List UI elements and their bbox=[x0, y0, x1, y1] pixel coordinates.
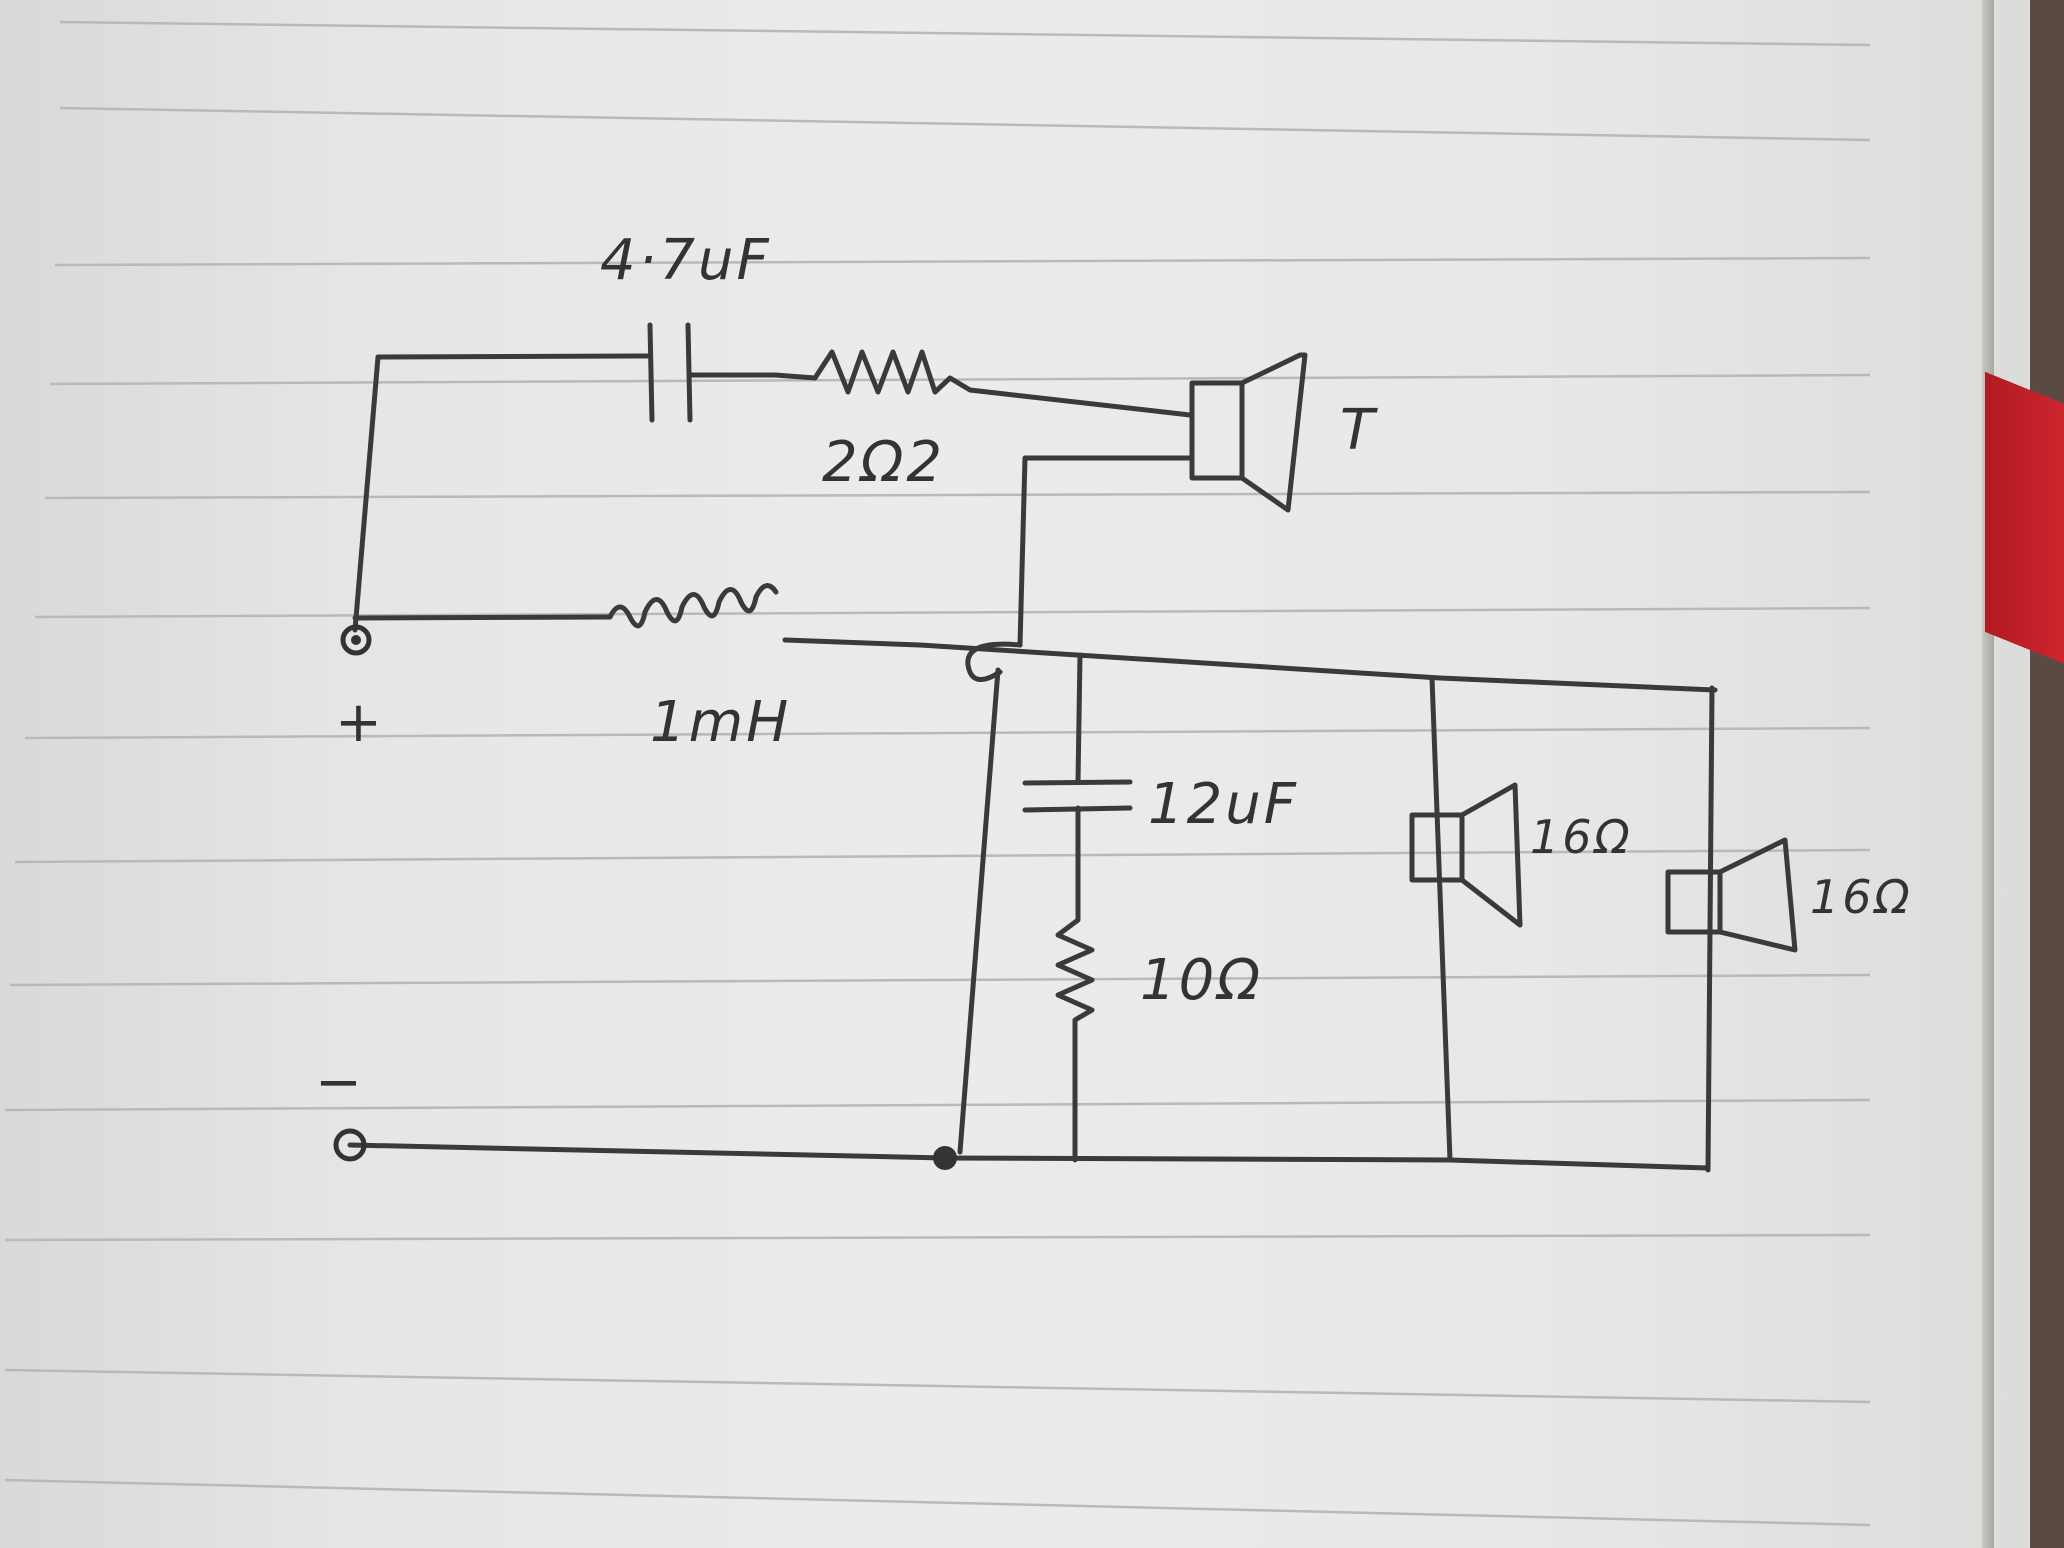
wire-junction-top bbox=[917, 642, 1718, 693]
wire-left-down bbox=[957, 667, 1001, 1155]
label-r1: 2Ω2 bbox=[822, 430, 946, 495]
resistor-10r bbox=[1055, 805, 1095, 1163]
label-minus: − bbox=[315, 1050, 365, 1115]
wire-ground bbox=[347, 1142, 1711, 1171]
label-c2: 12uF bbox=[1148, 772, 1299, 837]
label-plus: + bbox=[335, 690, 385, 755]
resistor-2r2 bbox=[772, 349, 1193, 418]
capacitor-4u7 bbox=[647, 322, 693, 423]
plus-terminal bbox=[340, 624, 372, 656]
wire-top bbox=[352, 353, 651, 633]
wire-rc-branch bbox=[1075, 652, 1083, 785]
label-woofer2: 16Ω bbox=[1810, 870, 1913, 924]
woofer1-speaker bbox=[1409, 782, 1523, 928]
label-woofer1: 16Ω bbox=[1530, 810, 1633, 864]
ground-junction-dot bbox=[933, 1146, 957, 1170]
label-l1: 1mH bbox=[650, 690, 792, 755]
wire-woofer2 bbox=[1705, 685, 1715, 1173]
wire-woofer1 bbox=[1429, 675, 1453, 1163]
woofer2-speaker bbox=[1665, 837, 1798, 953]
inductor-1mh bbox=[607, 583, 779, 629]
wire-plus-to-inductor bbox=[352, 614, 613, 621]
wire-hop bbox=[965, 641, 1023, 682]
wire-inductor-out bbox=[782, 637, 923, 648]
minus-terminal bbox=[333, 1128, 367, 1162]
label-r2: 10Ω bbox=[1140, 948, 1264, 1013]
label-c1: 4·7uF bbox=[600, 228, 772, 293]
label-tweeter: T bbox=[1340, 398, 1378, 463]
tweeter-speaker bbox=[1189, 352, 1308, 513]
wire-tweeter-return bbox=[1017, 455, 1195, 648]
